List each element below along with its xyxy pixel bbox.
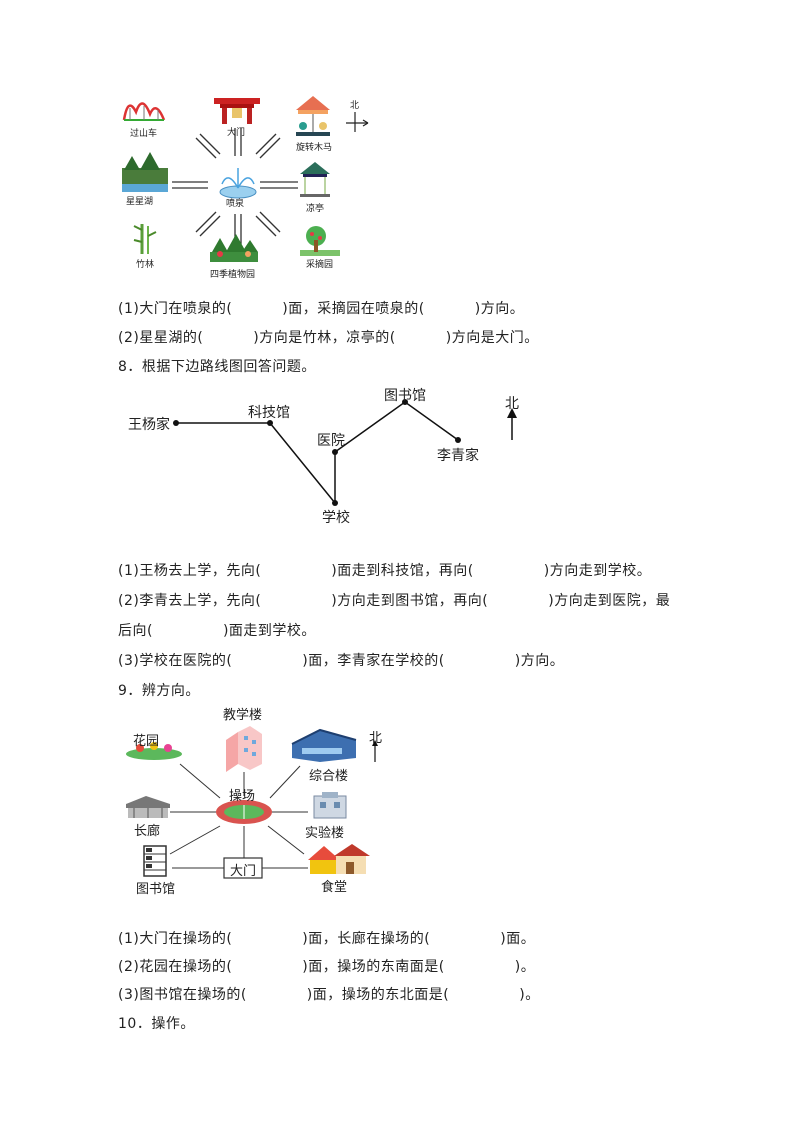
label-huayuan: 花园 xyxy=(133,734,160,749)
q7-question-1: (1)大门在喷泉的()面，采摘园在喷泉的()方向。 xyxy=(118,301,525,317)
label-rollercoaster: 过山车 xyxy=(130,129,158,139)
label-north-q8: 北 xyxy=(505,396,519,412)
label-north-q7: 北 xyxy=(350,101,360,111)
label-gate: 大门 xyxy=(227,128,246,138)
corridor-icon xyxy=(126,796,170,818)
campus-map xyxy=(126,726,378,879)
q8-question-2-cont: 后向()面走到学校。 xyxy=(118,623,316,639)
point-wangyang xyxy=(173,420,179,426)
fountain-icon xyxy=(219,168,257,199)
botanical-garden-icon xyxy=(210,234,258,262)
label-pavilion: 凉亭 xyxy=(306,204,325,214)
playground-icon xyxy=(216,800,272,824)
q9-question-2: (2)花园在操场的()面，操场的东南面是()。 xyxy=(118,959,536,975)
label-kejiguan: 科技馆 xyxy=(248,405,290,421)
pavilion-icon xyxy=(300,162,330,197)
q8-question-3: (3)学校在医院的()面，李青家在学校的()方向。 xyxy=(118,653,565,669)
label-lake: 星星湖 xyxy=(126,197,154,207)
label-tushuguan-q9: 图书馆 xyxy=(136,882,176,897)
carousel-icon xyxy=(296,96,330,136)
north-arrow-icon xyxy=(507,408,517,440)
q9-question-3: (3)图书馆在操场的()面，操场的东北面是()。 xyxy=(118,987,540,1003)
point-xuexiao xyxy=(332,500,338,506)
comprehensive-building-icon xyxy=(291,728,357,762)
q10-title: 10．操作。 xyxy=(118,1016,195,1032)
point-tushuguan xyxy=(402,399,408,405)
canteen-icon xyxy=(308,844,370,874)
lake-icon xyxy=(122,152,168,192)
q9-question-1: (1)大门在操场的()面，长廊在操场的()面。 xyxy=(118,931,536,947)
label-north-q9: 北 xyxy=(369,731,383,746)
label-bamboo: 竹林 xyxy=(136,260,155,270)
label-damen: 大门 xyxy=(230,864,257,879)
bamboo-icon xyxy=(133,224,157,254)
label-jiaoxuelou: 教学楼 xyxy=(223,708,263,723)
label-xuexiao: 学校 xyxy=(322,510,350,526)
lab-building-icon xyxy=(313,792,347,819)
orchard-icon xyxy=(300,226,340,256)
north-arrow-icon xyxy=(372,740,378,762)
label-fountain: 喷泉 xyxy=(226,199,245,209)
gate-box xyxy=(223,857,263,879)
label-wangyang: 王杨家 xyxy=(128,417,170,433)
point-yiyuan xyxy=(332,449,338,455)
q9-title: 9．辨方向。 xyxy=(118,683,200,699)
q7-question-2: (2)星星湖的()方向是竹林，凉亭的()方向是大门。 xyxy=(118,330,539,346)
point-liqing xyxy=(455,437,461,443)
q7-diagram xyxy=(122,96,369,262)
label-orchard: 采摘园 xyxy=(306,260,334,270)
q8-question-2: (2)李青去上学，先向()方向走到图书馆，再向()方向走到医院，最 xyxy=(118,593,671,609)
label-liqing: 李青家 xyxy=(437,448,479,464)
route-map xyxy=(173,399,517,506)
teaching-building-icon xyxy=(226,726,262,772)
q8-title: 8．根据下边路线图回答问题。 xyxy=(118,359,316,375)
label-tushuguan: 图书馆 xyxy=(384,388,426,404)
label-changlang: 长廊 xyxy=(134,824,161,839)
point-kejiguan xyxy=(267,420,273,426)
q8-question-1: (1)王杨去上学，先向()面走到科技馆，再向()方向走到学校。 xyxy=(118,563,652,579)
label-caochang: 操场 xyxy=(229,789,256,804)
label-garden: 四季植物园 xyxy=(210,270,256,280)
label-yiyuan: 医院 xyxy=(317,433,345,449)
north-arrow-icon xyxy=(346,112,369,132)
label-shitang: 食堂 xyxy=(321,880,348,895)
rollercoaster-icon xyxy=(122,102,166,121)
label-shiyanlou: 实验楼 xyxy=(305,826,345,841)
gate-icon xyxy=(214,98,260,124)
garden-icon xyxy=(126,742,182,760)
library-icon xyxy=(143,845,167,877)
label-carousel: 旋转木马 xyxy=(296,143,333,153)
label-zonghelou: 综合楼 xyxy=(309,769,349,784)
